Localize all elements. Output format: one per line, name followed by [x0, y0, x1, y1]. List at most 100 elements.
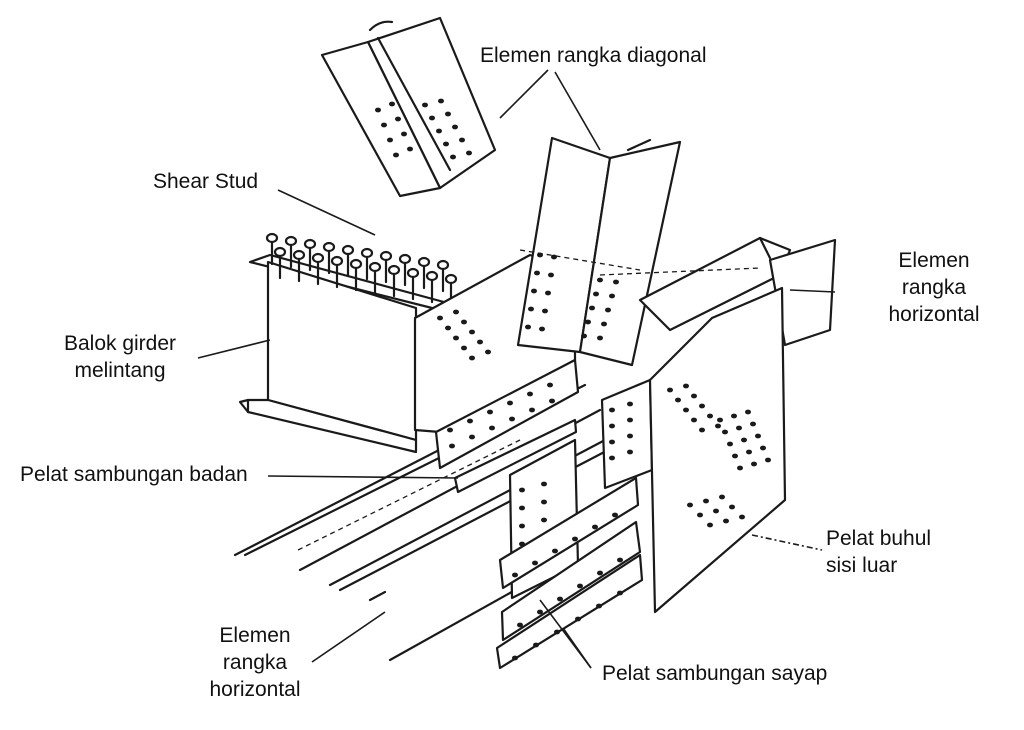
bolt-hole: [577, 583, 583, 589]
bolt-hole: [699, 403, 705, 409]
label-horizontal-right-line3: horizontal: [888, 303, 980, 326]
bolt-hole: [453, 309, 459, 315]
bolt-hole: [395, 116, 401, 122]
label-girder-line1: Balok girder: [63, 332, 177, 355]
flange-splice-plates: [495, 476, 644, 670]
bolt-hole: [722, 429, 728, 435]
bolt-hole: [512, 572, 518, 578]
bolt-hole: [551, 254, 557, 260]
bolt-hole: [617, 557, 623, 563]
bolt-hole: [746, 449, 752, 455]
bolt-hole: [627, 449, 633, 455]
bolt-hole: [445, 111, 451, 117]
shear-stud-head: [341, 244, 355, 256]
bolt-hole: [691, 393, 697, 399]
bolt-hole: [593, 291, 599, 297]
bolt-hole: [597, 570, 603, 576]
bolt-hole: [527, 391, 533, 397]
bolt-hole: [707, 413, 713, 419]
shear-stud-head: [303, 238, 317, 250]
bolt-hole: [537, 609, 543, 615]
bolt-hole: [750, 421, 756, 427]
bolt-hole: [683, 383, 689, 389]
bolt-hole: [438, 98, 444, 104]
bolt-hole: [609, 407, 615, 413]
bolt-hole: [687, 502, 693, 508]
label-horizontal-bottom: Elemen rangka horizontal: [195, 622, 315, 703]
shear-stud-head: [387, 264, 401, 276]
bolt-hole: [469, 329, 475, 335]
bolt-hole: [596, 603, 602, 609]
diagonal-member: [516, 136, 682, 367]
shear-stud-head: [265, 232, 279, 244]
bolt-hole: [436, 128, 442, 134]
shear-stud-head: [330, 255, 344, 267]
bolt-hole: [389, 101, 395, 107]
bolt-hole: [489, 425, 495, 431]
label-flange-splice-plate: Pelat sambungan sayap: [602, 660, 827, 687]
bolt-hole: [609, 439, 615, 445]
bolt-hole: [557, 596, 563, 602]
label-diagonal-text: Elemen rangka diagonal: [480, 44, 707, 67]
bolt-hole: [675, 397, 681, 403]
bolt-hole: [717, 417, 723, 423]
bolt-hole: [549, 398, 555, 404]
bolt-hole: [447, 427, 453, 433]
bolt-hole: [755, 433, 761, 439]
bolt-hole: [381, 122, 387, 128]
bolt-hole: [537, 252, 543, 258]
bolt-hole: [519, 487, 525, 493]
bolt-hole: [459, 137, 465, 143]
bolt-hole: [539, 326, 545, 332]
bolt-hole: [627, 401, 633, 407]
label-horizontal-right: Elemen rangka horizontal: [874, 247, 994, 328]
bolt-hole: [592, 524, 598, 530]
right-horizontal-member: [599, 236, 837, 347]
bolt-hole: [393, 152, 399, 158]
bolt-hole: [548, 272, 554, 278]
bolt-hole: [697, 512, 703, 518]
bolt-hole: [745, 409, 751, 415]
bolt-hole: [533, 642, 539, 648]
bolt-hole: [727, 441, 733, 447]
bolt-hole: [445, 325, 451, 331]
bolt-hole: [736, 425, 742, 431]
bolt-hole: [467, 418, 473, 424]
bolt-hole: [627, 417, 633, 423]
label-gusset-line2: sisi luar: [826, 554, 898, 577]
shear-stud-head: [406, 267, 420, 279]
shear-stud-head: [360, 247, 374, 259]
bolt-hole: [612, 512, 618, 518]
bolt-hole: [532, 560, 538, 566]
bolt-hole: [485, 349, 491, 355]
label-web-splice-plate: Pelat sambungan badan: [20, 461, 248, 488]
bolt-hole: [401, 131, 407, 137]
bolt-hole: [512, 655, 518, 661]
bolt-hole: [452, 124, 458, 130]
label-shear-stud: Shear Stud: [153, 168, 258, 195]
label-gusset-plate: Pelat buhul sisi luar: [826, 525, 931, 579]
shear-stud-head: [368, 261, 382, 273]
label-gusset-line1: Pelat buhul: [826, 527, 932, 550]
bolt-hole: [703, 498, 709, 504]
bolt-hole: [542, 308, 548, 314]
shear-stud-head: [292, 249, 306, 261]
bolt-hole: [487, 409, 493, 415]
bolt-hole: [437, 315, 443, 321]
bolt-hole: [541, 517, 547, 523]
label-flange-splice-text: Pelat sambungan sayap: [602, 662, 828, 685]
bolt-hole: [627, 433, 633, 439]
bolt-hole: [450, 154, 456, 160]
shear-stud-head: [444, 273, 458, 285]
bolt-hole: [507, 400, 513, 406]
shear-stud-head: [379, 250, 393, 262]
bolt-hole: [407, 146, 413, 152]
label-horizontal-right-line2: rangka: [901, 276, 967, 299]
bolt-hole: [713, 508, 719, 514]
label-girder: Balok girder melintang: [45, 330, 195, 384]
bolt-hole: [541, 481, 547, 487]
bolt-hole: [429, 115, 435, 121]
shear-stud-head: [311, 252, 325, 264]
